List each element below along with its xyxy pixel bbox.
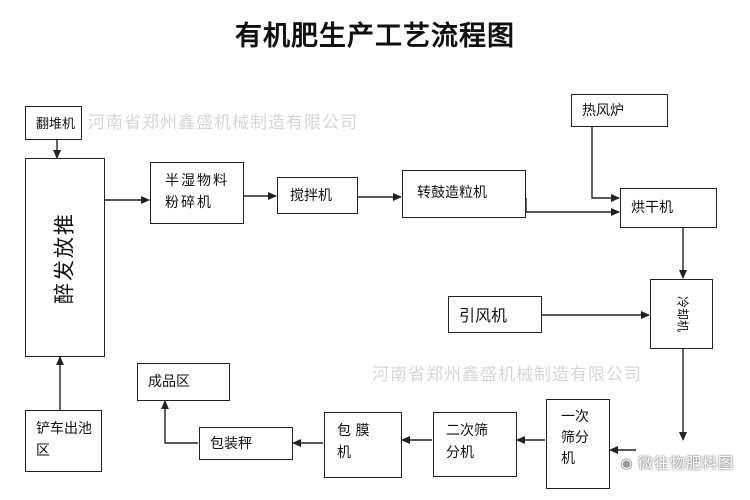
node-lengque-label: 冷却机 xyxy=(674,295,689,333)
node-banshi-label: 半湿物料 粉碎机 xyxy=(165,173,229,211)
arrow-refenglu-to-honggan xyxy=(591,126,620,202)
node-fanduiji: 翻堆机 xyxy=(25,106,82,140)
node-refenglu: 热风炉 xyxy=(571,94,668,127)
watermark-top: 河南省郑州鑫盛机械制造有限公司 xyxy=(88,113,358,133)
node-jiaoban: 搅拌机 xyxy=(277,177,358,214)
node-zhuangu-label: 转鼓造粒机 xyxy=(417,185,487,201)
node-lengque: 冷却机 xyxy=(650,279,713,349)
node-banshi: 半湿物料 粉碎机 xyxy=(150,162,244,224)
node-fanduiji-label: 翻堆机 xyxy=(36,117,76,132)
node-fajiao-label: 醉发放推 xyxy=(52,211,77,304)
node-baozhuang: 包装秤 xyxy=(199,427,293,460)
node-honggan: 烘干机 xyxy=(620,188,717,228)
node-chanche-label: 铲车出池 区 xyxy=(36,421,92,459)
diagram-title: 有机肥生产工艺流程图 xyxy=(235,21,515,52)
node-erci: 二次筛 分机 xyxy=(433,412,517,477)
node-baozhuang-label: 包装秤 xyxy=(210,436,252,452)
node-yici-label: 一次 筛分 机 xyxy=(561,409,589,467)
node-refenglu-label: 热风炉 xyxy=(582,103,624,119)
node-honggan-label: 烘干机 xyxy=(631,200,673,216)
node-yici: 一次 筛分 机 xyxy=(546,399,610,489)
watermark-mid: 河南省郑州鑫盛机械制造有限公司 xyxy=(372,365,642,385)
node-baomo-label: 包 膜 机 xyxy=(337,423,370,461)
node-chengpin: 成品区 xyxy=(137,363,230,401)
watermark-badge: ◉微往物肥料图 xyxy=(620,452,734,473)
node-jiaoban-label: 搅拌机 xyxy=(290,188,332,204)
node-chanche: 铲车出池 区 xyxy=(25,410,102,472)
node-baomo: 包 膜 机 xyxy=(324,412,402,478)
watermark-badge-text: 微往物肥料图 xyxy=(637,454,734,472)
wechat-icon: ◉ xyxy=(619,454,634,472)
node-zhuangu: 转鼓造粒机 xyxy=(402,170,526,218)
arrow-baozhuang-to-chengpin xyxy=(161,400,198,444)
arrow-zhuangu-to-honggan xyxy=(525,198,620,216)
node-yinfeng: 引风机 xyxy=(448,296,542,333)
node-chengpin-label: 成品区 xyxy=(148,374,190,390)
node-erci-label: 二次筛 分机 xyxy=(446,423,488,461)
node-fajiao: 醉发放推 xyxy=(25,158,105,357)
node-yinfeng-label: 引风机 xyxy=(459,306,508,325)
